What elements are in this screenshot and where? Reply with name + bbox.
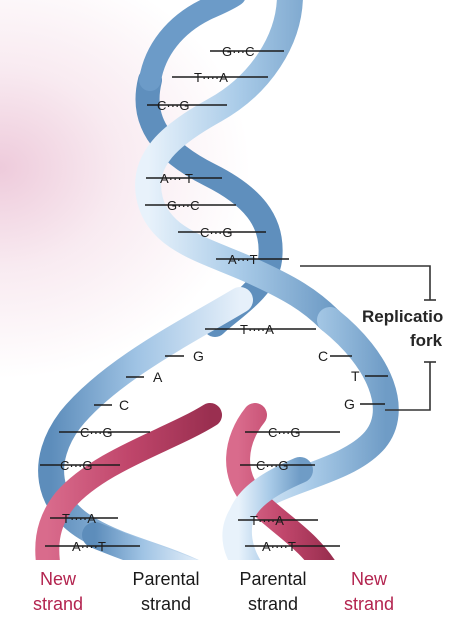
- parental-strand-back-top-top: [139, 0, 245, 91]
- base-pairs-right: C···G C···G T····A A····T: [250, 425, 301, 554]
- base-pair: C···G: [256, 458, 289, 473]
- base: C: [318, 348, 328, 364]
- base-pair: A··· T: [160, 171, 193, 186]
- base-pair: A····T: [262, 539, 296, 554]
- label-line: strand: [247, 594, 299, 614]
- fork-label-line2: fork: [410, 331, 443, 350]
- single-bases-right: C T G: [318, 348, 360, 412]
- label-line: strand: [32, 594, 84, 614]
- parental-strand-left-front-bottom: [82, 522, 198, 560]
- base: G: [193, 348, 204, 364]
- base-pair: G···C: [167, 198, 200, 213]
- base-pairs-top: G···C T····A C···G A··· T G···C C···G A·…: [157, 44, 274, 337]
- base: A: [153, 369, 163, 385]
- base-pair: C···G: [80, 425, 113, 440]
- base-pair: G···C: [222, 44, 255, 59]
- base-pair: C···G: [200, 225, 233, 240]
- label-parental-strand-left: Parental strand: [111, 567, 221, 617]
- base-pair: A····T: [72, 539, 106, 554]
- base-pair: T····A: [240, 322, 274, 337]
- base-pair: C···G: [60, 458, 93, 473]
- label-new-strand-left: New strand: [3, 567, 113, 617]
- label-parental-strand-right: Parental strand: [218, 567, 328, 617]
- new-strand-left: [35, 403, 222, 560]
- base-pair: T····A: [62, 511, 96, 526]
- base: G: [344, 396, 355, 412]
- label-new-strand-right: New strand: [314, 567, 424, 617]
- helix-drawing: G···C T····A C···G A··· T G···C C···G A·…: [35, 0, 436, 560]
- base-pairs-left: C···G C···G T····A A····T: [60, 425, 113, 554]
- base: T: [351, 368, 360, 384]
- label-line: New: [350, 569, 387, 589]
- base-pair: T····A: [250, 513, 284, 528]
- label-line: strand: [140, 594, 192, 614]
- label-line: New: [39, 569, 76, 589]
- parental-strand-front-top: [135, 0, 343, 333]
- base-pair: C···G: [268, 425, 301, 440]
- base-pair: C···G: [157, 98, 190, 113]
- fork-label-line1: Replicatio: [362, 307, 444, 326]
- label-line: Parental: [132, 569, 200, 589]
- label-line: Parental: [239, 569, 307, 589]
- base-pair-bonds: [40, 50, 388, 547]
- single-bases-left: G A C: [119, 348, 204, 413]
- base-pair: A···T: [228, 252, 258, 267]
- replication-fork-label: Replicatio fork: [362, 305, 443, 353]
- label-line: strand: [343, 594, 395, 614]
- base-pair: T····A: [194, 70, 228, 85]
- fork-bracket: [300, 265, 436, 411]
- base: C: [119, 397, 129, 413]
